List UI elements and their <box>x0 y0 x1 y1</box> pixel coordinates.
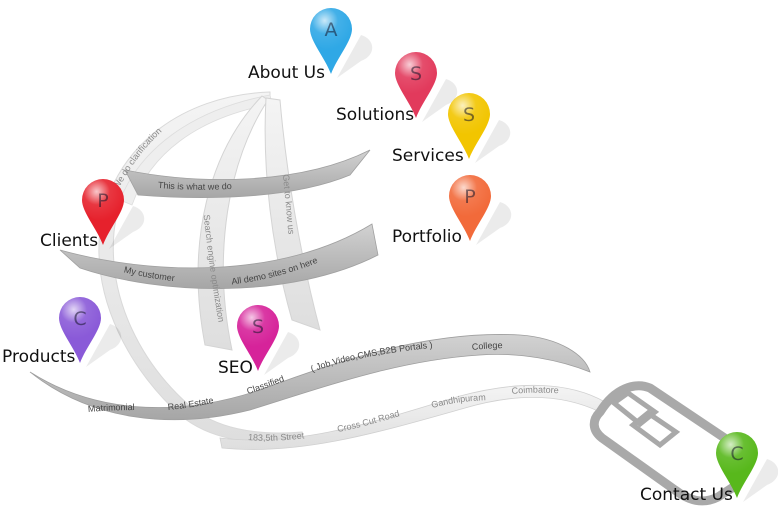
pin-shine <box>310 8 352 50</box>
pin-shine <box>59 297 101 339</box>
pin-shadow <box>264 332 300 375</box>
nav-link-about-us[interactable]: About Us <box>248 63 325 83</box>
map-pin-seo-icon[interactable]: S <box>237 305 300 375</box>
product-road <box>29 334 591 421</box>
nav-link-portfolio[interactable]: Portfolio <box>392 227 462 247</box>
pin-shadow <box>476 202 512 245</box>
band-text-matrimonial: Matrimonial <box>87 402 134 414</box>
pin-shine <box>82 179 124 221</box>
pin-shine <box>237 305 279 347</box>
pin-shadow <box>475 120 511 163</box>
map-pin-clients-icon[interactable]: P <box>81 178 145 249</box>
pin-shine <box>449 175 491 217</box>
map-pin-about-icon[interactable]: A <box>310 8 373 78</box>
map-pin-services-icon[interactable]: S <box>448 93 511 163</box>
nav-link-seo[interactable]: SEO <box>218 358 253 378</box>
map-pin-portfolio-icon[interactable]: P <box>449 175 512 245</box>
globe-latitude-bands <box>59 149 379 289</box>
pin-letter: C <box>73 308 86 330</box>
pin-letter: S <box>252 316 264 338</box>
pin-letter: S <box>410 63 422 85</box>
pin-shadow <box>422 79 458 122</box>
pin-shadow <box>743 459 778 502</box>
band-text-street: 183,5th Street <box>248 430 305 442</box>
map-pin-products-icon[interactable]: C <box>59 297 122 367</box>
nav-link-products[interactable]: Products <box>2 347 76 367</box>
pin-shadow <box>109 206 145 249</box>
pin-letter: A <box>325 19 338 41</box>
pin-shine <box>448 93 490 135</box>
pin-letter: C <box>730 443 743 465</box>
nav-link-services[interactable]: Services <box>392 146 464 166</box>
band-text-coimbatore: Coimbatore <box>511 385 559 396</box>
band-text-college: College <box>471 340 502 352</box>
mouse-icon <box>589 381 750 506</box>
nav-labels: About Us Solutions Services Portfolio Cl… <box>2 63 733 505</box>
pin-letter: P <box>464 186 475 208</box>
nav-link-solutions[interactable]: Solutions <box>336 105 414 125</box>
pin-shadow <box>86 324 122 367</box>
nav-link-contact-us[interactable]: Contact Us <box>640 485 733 505</box>
map-pin-solutions-icon[interactable]: S <box>395 52 458 122</box>
band-text-what-we-do: This is what we do <box>158 180 232 192</box>
pin-shadow <box>337 35 373 78</box>
map-pin-contact-icon[interactable]: C <box>716 432 778 502</box>
pin-shine <box>395 52 437 94</box>
pin-letter: S <box>463 104 475 126</box>
nav-link-clients[interactable]: Clients <box>40 231 98 251</box>
pin-shine <box>716 432 758 474</box>
pin-letter: P <box>97 190 108 212</box>
